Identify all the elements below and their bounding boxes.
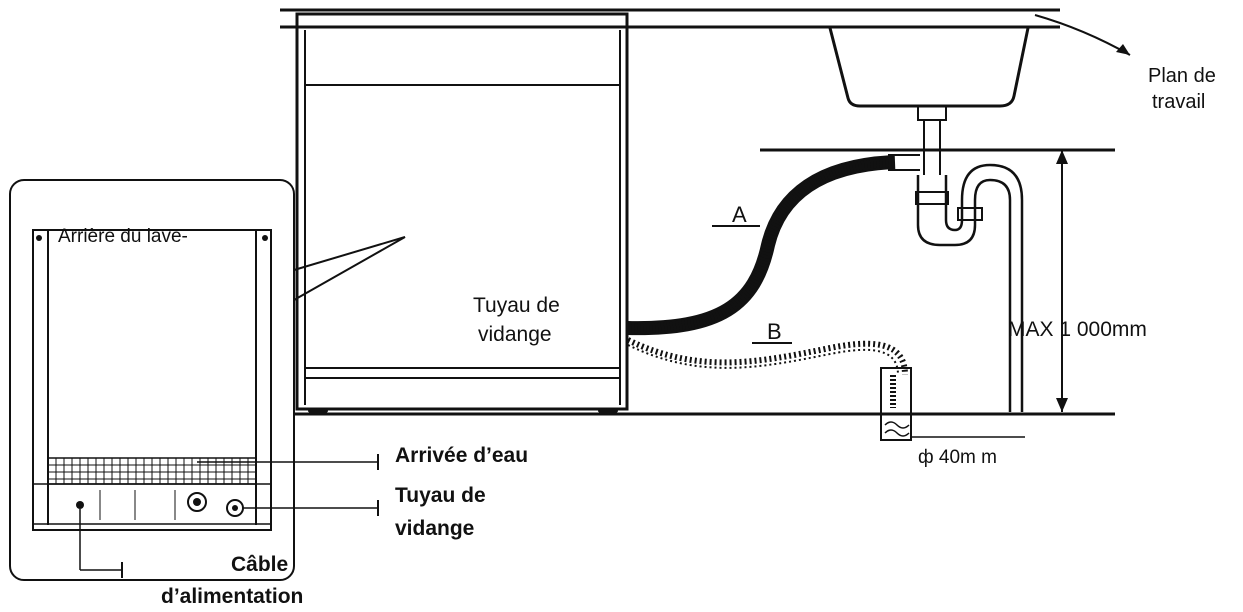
power-cable-label-line1: Câble (231, 553, 288, 576)
power-cable-label-line2: d’alimentation (161, 585, 303, 608)
hose-a-label: A (732, 202, 747, 227)
standpipe (880, 367, 1025, 441)
countertop-label-line1: Plan de (1148, 65, 1216, 87)
countertop-label-line2: travail (1152, 91, 1205, 113)
diameter-label: ф 40m m (918, 447, 997, 468)
drain-hose-back-label-line1: Tuyau de (395, 484, 486, 507)
machine-back-label: Arrière du lave- (58, 226, 188, 247)
rear-view-panel (9, 179, 295, 581)
hose-b-label: B (767, 319, 782, 344)
rear-view-callout (293, 236, 406, 301)
max-height-reference (760, 148, 1115, 412)
leader-lines (79, 454, 379, 578)
drain-hose-front-label-line2: vidange (478, 323, 552, 346)
max-height-label: MAX 1 000mm (1008, 318, 1147, 341)
drain-hose-back-label-line2: vidange (395, 517, 474, 540)
drain-hose-a (627, 155, 896, 336)
drain-hose-b (626, 337, 908, 376)
sink (828, 27, 1030, 121)
water-inlet-label: Arrivée d’eau (395, 444, 528, 467)
dishwasher-front (295, 12, 629, 414)
sink-trap (888, 120, 1024, 412)
countertop-arrow (1034, 14, 1131, 56)
drain-hose-front-label-line1: Tuyau de (473, 294, 560, 317)
countertop (280, 8, 1060, 29)
